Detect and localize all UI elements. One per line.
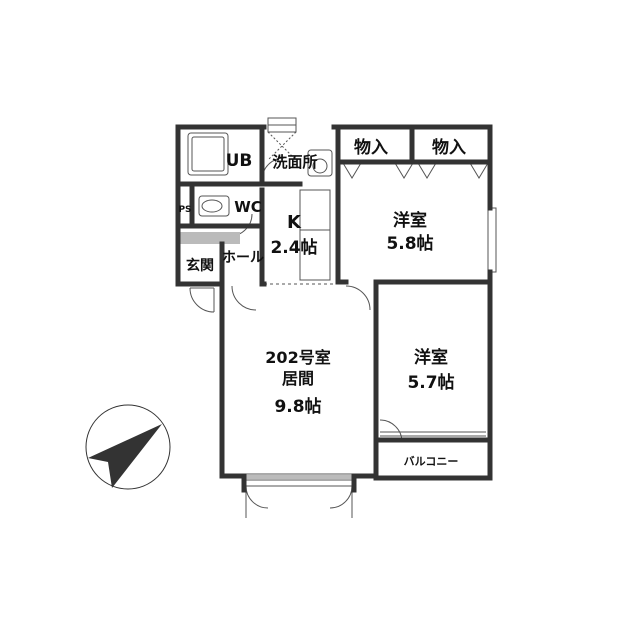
ps-label: PS — [178, 205, 191, 215]
kitchen-size: 2.4帖 — [270, 237, 317, 258]
living-name: 居間 — [282, 369, 314, 388]
kitchen-name: K — [287, 212, 302, 233]
closet-door-right — [417, 162, 437, 179]
toilet — [198, 195, 230, 217]
window-right — [487, 207, 497, 273]
ub-label: UB — [226, 151, 253, 171]
door-bottom-right — [329, 485, 353, 509]
walls — [175, 124, 493, 493]
wc-label: WC — [234, 198, 262, 216]
closet-door-left — [342, 162, 362, 179]
washroom-label: 洗面所 — [272, 153, 317, 171]
washbasin — [307, 149, 333, 177]
door-western1 — [345, 285, 371, 311]
entrance-step — [180, 232, 240, 244]
living-unit: 202号室 — [265, 348, 330, 367]
western1-name: 洋室 — [393, 210, 427, 231]
kitchen-counter — [299, 189, 331, 281]
entrance-label: 玄関 — [186, 257, 214, 274]
balcony-label: バルコニー — [404, 455, 459, 468]
western2-size: 5.7帖 — [407, 372, 454, 393]
living-size: 9.8帖 — [274, 396, 321, 417]
western1-size: 5.8帖 — [386, 233, 433, 254]
closet-right-label: 物入 — [432, 137, 466, 158]
door-living — [231, 285, 257, 311]
western2-name: 洋室 — [414, 347, 448, 368]
door-entrance — [189, 287, 215, 313]
door-bottom-left — [245, 485, 269, 509]
bathtub — [187, 132, 229, 176]
north-arrow-icon — [85, 404, 171, 490]
hall-label: ホール — [222, 250, 264, 266]
closet-left-label: 物入 — [354, 137, 388, 158]
